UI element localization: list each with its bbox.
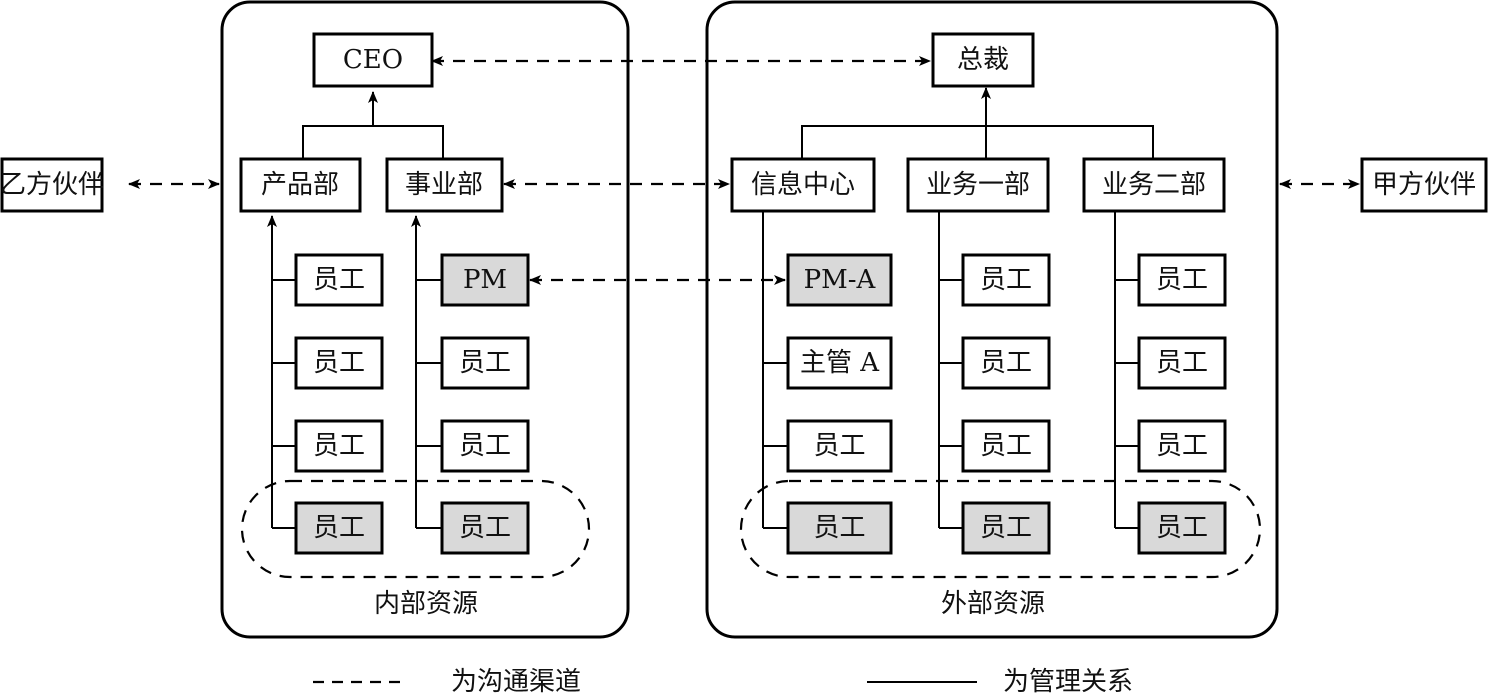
dept-business-1: 业务一部 [906, 157, 1050, 213]
internal-caption: 内部资源 [374, 589, 478, 619]
partner-b-label: 乙方伙伴 [0, 170, 104, 200]
staff-node: 员工 [294, 253, 384, 307]
staff-label: 员工 [313, 348, 365, 378]
staff-label: 员工 [980, 348, 1032, 378]
ceo-label: CEO [343, 45, 403, 75]
staff-node-highlighted: 员工 [440, 501, 530, 555]
internal-resources-panel [220, 0, 630, 639]
staff-node: 主管 A [786, 336, 893, 390]
staff-node: 员工 [294, 419, 384, 473]
staff-node-highlighted: 员工 [294, 501, 384, 555]
staff-node-highlighted: 员工 [961, 501, 1051, 555]
staff-label: 主管 A [800, 348, 880, 378]
dept-label: 信息中心 [751, 170, 855, 200]
internal-highlight-group [240, 479, 591, 579]
staff-label: 员工 [313, 265, 365, 295]
staff-label: 员工 [813, 513, 865, 543]
ceo-node: CEO [312, 32, 434, 88]
staff-node: 员工 [961, 336, 1051, 390]
staff-label: 员工 [1156, 348, 1208, 378]
staff-node: 员工 [1137, 336, 1227, 390]
dept-label: 事业部 [405, 170, 483, 200]
dept-label: 产品部 [261, 170, 339, 200]
legend-solid-label: 为管理关系 [1003, 667, 1133, 695]
dept-business-2: 业务二部 [1082, 157, 1226, 213]
staff-label: 员工 [313, 431, 365, 461]
dept-product: 产品部 [239, 157, 362, 213]
external-highlight-group [739, 479, 1262, 579]
staff-label: PM [463, 265, 507, 295]
partner-a-label: 甲方伙伴 [1372, 170, 1476, 200]
staff-label: PM-A [804, 265, 877, 295]
staff-label: 员工 [1156, 431, 1208, 461]
dept-business: 事业部 [385, 157, 504, 213]
external-management-lines [762, 87, 1154, 529]
partner-b-node: 乙方伙伴 [0, 157, 104, 213]
staff-node-highlighted: 员工 [1137, 501, 1227, 555]
staff-node-highlighted: 员工 [786, 501, 893, 555]
president-node: 总裁 [931, 32, 1035, 88]
staff-node: 员工 [786, 419, 893, 473]
staff-label: 员工 [813, 431, 865, 461]
internal-management-lines [267, 91, 444, 529]
staff-node-highlighted: PM-A [786, 253, 893, 307]
external-resources-panel [705, 0, 1279, 639]
staff-label: 员工 [980, 513, 1032, 543]
staff-label: 员工 [1156, 513, 1208, 543]
partner-a-node: 甲方伙伴 [1360, 157, 1488, 213]
communication-channels [128, 56, 1360, 285]
staff-label: 员工 [459, 348, 511, 378]
staff-label: 员工 [459, 431, 511, 461]
staff-node: 员工 [961, 253, 1051, 307]
president-label: 总裁 [957, 45, 1009, 75]
staff-node: 员工 [440, 419, 530, 473]
staff-label: 员工 [313, 513, 365, 543]
staff-label: 员工 [1156, 265, 1208, 295]
external-caption: 外部资源 [941, 589, 1045, 619]
staff-node: 员工 [1137, 253, 1227, 307]
staff-node-highlighted: PM [440, 253, 530, 307]
dept-label: 业务二部 [1102, 170, 1206, 200]
staff-label: 员工 [459, 513, 511, 543]
staff-node: 员工 [961, 419, 1051, 473]
staff-node: 员工 [294, 336, 384, 390]
staff-node: 员工 [1137, 419, 1227, 473]
staff-label: 员工 [980, 265, 1032, 295]
dept-label: 业务一部 [926, 170, 1030, 200]
legend-dashed-label: 为沟通渠道 [451, 667, 581, 695]
staff-label: 员工 [980, 431, 1032, 461]
legend: 为沟通渠道 为管理关系 [313, 667, 1133, 695]
staff-node: 员工 [440, 336, 530, 390]
dept-info-center: 信息中心 [730, 157, 876, 213]
